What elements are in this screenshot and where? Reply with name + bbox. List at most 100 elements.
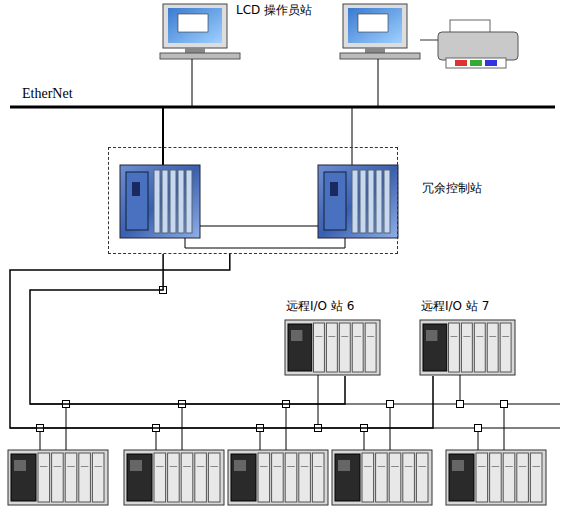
- sync-link: [185, 238, 345, 248]
- drawing-part: [503, 453, 515, 502]
- drawing-part: [186, 170, 192, 233]
- drawing-part: [405, 466, 413, 467]
- io-rack: [420, 320, 515, 375]
- wire: [390, 404, 391, 450]
- drawing-part: [258, 453, 270, 502]
- drawing-part: [332, 450, 432, 505]
- remote-io-station: 远程I/O 站 6: [283, 296, 383, 376]
- drawing-part: [181, 453, 193, 502]
- drawing-part: [127, 454, 152, 501]
- io-rack: [228, 450, 328, 505]
- bus-connector: [10, 254, 433, 428]
- drawing-part: [476, 336, 483, 337]
- network-label: EtherNet: [22, 86, 73, 102]
- drawing-part: [260, 466, 268, 467]
- station-label: 冗余控制站: [421, 180, 483, 197]
- drawing-part: [40, 466, 48, 467]
- drawing-part: [500, 323, 511, 372]
- wire: [162, 107, 164, 165]
- operator-pc: [340, 4, 420, 59]
- drawing-part: [328, 336, 335, 337]
- drawing-part: [318, 165, 398, 238]
- drawing-part: [183, 466, 191, 467]
- io-rack: [124, 450, 224, 505]
- drawing-part: [178, 170, 184, 233]
- drawing-part: [162, 170, 168, 233]
- drawing-part: [502, 336, 509, 337]
- drawing-part: [489, 336, 496, 337]
- drawing-part: [8, 450, 108, 505]
- bus-tap: [457, 401, 464, 408]
- drawing-part: [11, 454, 36, 501]
- drawing-part: [449, 454, 474, 501]
- wire: [182, 404, 183, 450]
- drawing-part: [362, 453, 374, 502]
- drawing-part: [391, 466, 399, 467]
- drawing-part: [285, 320, 380, 375]
- io-rack: [332, 450, 432, 505]
- drawing-part: [228, 450, 328, 505]
- ethernet-bus: [10, 106, 555, 109]
- drawing-part: [272, 453, 284, 502]
- operator-pc: [160, 4, 240, 59]
- drawing-part: [354, 336, 361, 337]
- drawing-part: [519, 466, 527, 467]
- drawing-part: [14, 460, 26, 471]
- drawing-part: [364, 466, 372, 467]
- drawing-part: [368, 170, 374, 233]
- drawing-part: [478, 466, 486, 467]
- controller-rack: [318, 165, 398, 238]
- drawing-part: [288, 324, 312, 371]
- drawing-part: [154, 453, 166, 502]
- drawing-part: [170, 170, 176, 233]
- drawing-part: [197, 466, 205, 467]
- drawing-part: [360, 170, 366, 233]
- station-label: 远程I/O 站 7: [420, 298, 490, 315]
- drawing-part: [384, 170, 390, 233]
- drawing-part: [38, 453, 50, 502]
- drawing-part: [339, 323, 350, 372]
- drawing-part: [299, 453, 311, 502]
- drawing-part: [124, 450, 224, 505]
- io-rack: [8, 450, 108, 505]
- drawing-part: [81, 466, 89, 467]
- drawing-part: [54, 466, 62, 467]
- drawing-part: [195, 453, 207, 502]
- drawing-part: [67, 466, 75, 467]
- drawing-part: [451, 336, 458, 337]
- drawing-part: [285, 453, 297, 502]
- drawing-part: [352, 170, 358, 233]
- drawing-part: [463, 336, 470, 337]
- drawing-part: [335, 454, 360, 501]
- wire: [378, 59, 379, 107]
- drawing-part: [341, 336, 348, 337]
- drawing-part: [132, 182, 140, 196]
- drawing-part: [446, 450, 546, 505]
- wire: [504, 404, 505, 450]
- io-rack: [285, 320, 380, 375]
- drawing-part: [505, 466, 513, 467]
- drawing-part: [330, 182, 338, 196]
- drawing-part: [376, 453, 388, 502]
- wire: [460, 375, 461, 404]
- station-caption: LCD 操作员站: [236, 2, 312, 19]
- drawing-part: [52, 453, 64, 502]
- drawing-part: [79, 453, 91, 502]
- controller-rack: [120, 165, 200, 238]
- drawing-part: [301, 466, 309, 467]
- drawing-part: [492, 466, 500, 467]
- drawing-part: [389, 453, 401, 502]
- drawing-part: [92, 453, 104, 502]
- drawing-part: [210, 466, 218, 467]
- wire: [352, 107, 353, 165]
- drawing-part: [324, 172, 346, 230]
- drawing-part: [474, 323, 485, 372]
- bus-connector: [30, 254, 345, 404]
- drawing-part: [426, 330, 437, 341]
- drawing-part: [378, 466, 386, 467]
- drawing-part: [312, 453, 324, 502]
- drawing-part: [326, 323, 337, 372]
- bus-tap: [501, 401, 508, 408]
